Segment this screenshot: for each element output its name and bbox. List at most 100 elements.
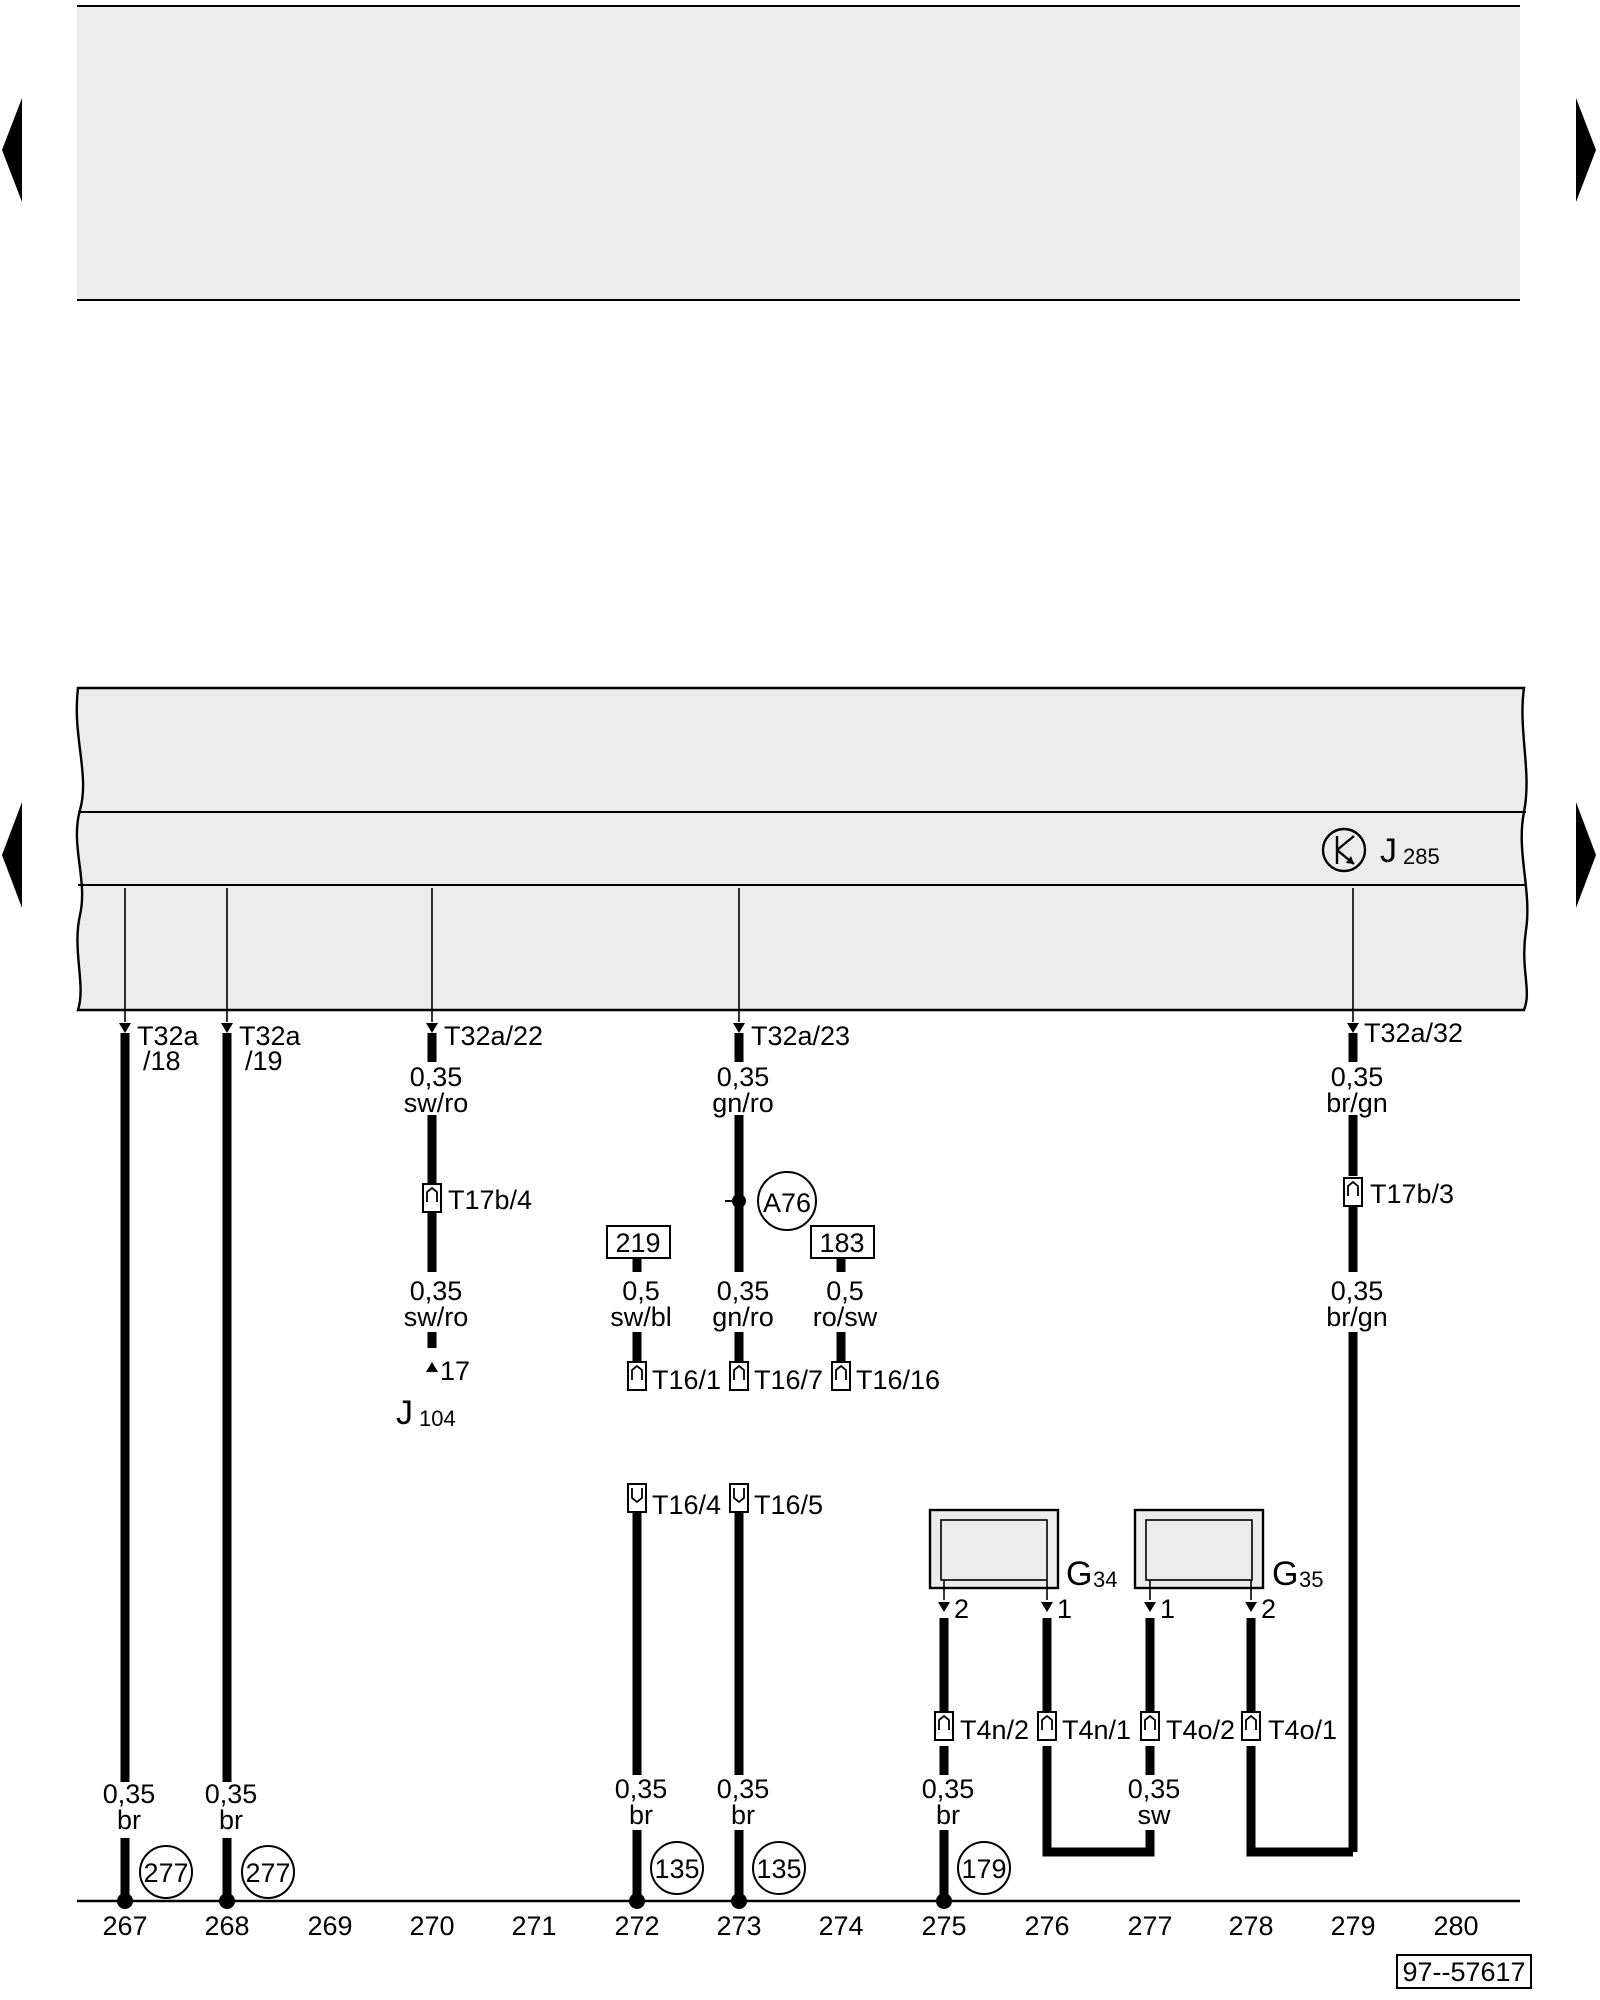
pin-arrow-279 — [1347, 1023, 1359, 1033]
wire-label-273-mid-size: 0,35 — [717, 1276, 770, 1306]
connector-symbol-t4n-2-icon — [934, 1711, 954, 1741]
j104-pin-arrow — [426, 1362, 438, 1372]
control-unit-j285-block — [75, 686, 1529, 1012]
wire-label-274-colour: ro/sw — [813, 1302, 878, 1332]
wire-label-273-bot-colour: br — [731, 1800, 755, 1830]
track-number: 276 — [1024, 1911, 1069, 1941]
connector-t32a-22: T32a/22 — [444, 1021, 543, 1051]
sensor-g34-inner — [940, 1519, 1048, 1581]
j104-label-sub: 104 — [419, 1406, 456, 1431]
ground-dot-275 — [936, 1893, 952, 1909]
wire-label-272-bot-colour: br — [629, 1800, 653, 1830]
sensor-g35-label: G — [1272, 1555, 1298, 1593]
sensor-g34 — [928, 1508, 1060, 1590]
connector-symbol-t16-16-icon — [831, 1361, 851, 1391]
wire-label-277-bot-size: 0,35 — [1128, 1774, 1181, 1804]
prev-page-arrow-icon[interactable] — [2, 98, 22, 202]
wire-276-277-loop — [1042, 1746, 1155, 1857]
ground-dot-272 — [629, 1893, 645, 1909]
wire-label-273-mid-colour: gn/ro — [712, 1302, 774, 1332]
connector-t4n-2: T4n/2 — [960, 1715, 1029, 1745]
sensor-g35-inner — [1145, 1519, 1253, 1581]
connector-t4n-1: T4n/1 — [1062, 1715, 1131, 1745]
wire-label-270-top-colour: sw/ro — [404, 1088, 469, 1118]
sensor-g35-label-sub: 35 — [1299, 1567, 1323, 1592]
wire-278-279-loop — [1246, 1746, 1353, 1857]
connector-t32a-19-line2: /19 — [245, 1046, 283, 1076]
wire-label-272-size: 0,5 — [622, 1276, 660, 1306]
reference-code-box — [1396, 1954, 1532, 1989]
prev-page-arrow-lower-icon[interactable] — [2, 802, 22, 908]
wire-label-273-bot-size: 0,35 — [717, 1774, 770, 1804]
ground-ref-275-circle — [957, 1841, 1011, 1895]
sensor-g35-pin-arrow-left — [1144, 1602, 1156, 1612]
a76-label: A76 — [763, 1188, 811, 1218]
wire-label-279-top-colour: br/gn — [1326, 1088, 1388, 1118]
connector-symbol-t16-1-icon — [627, 1361, 647, 1391]
track-number: 280 — [1433, 1911, 1478, 1941]
track-number: 268 — [204, 1911, 249, 1941]
pin-arrow-273 — [733, 1023, 745, 1033]
connector-t32a-19-line1: T32a — [239, 1021, 302, 1051]
a76-junction-dot — [732, 1194, 746, 1208]
pin-arrow-267 — [119, 1023, 131, 1033]
j104-label: J — [396, 1394, 413, 1432]
connector-t16-7: T16/7 — [754, 1365, 823, 1395]
wire-label-273-top-size: 0,35 — [717, 1062, 770, 1092]
wire-label-277-bot-colour: sw — [1138, 1800, 1172, 1830]
connector-symbol-t16-4-icon — [627, 1483, 647, 1513]
connector-symbol-t17b-3-icon — [1343, 1177, 1363, 1207]
connector-symbol-t4n-1-icon — [1037, 1711, 1057, 1741]
track-number: 270 — [409, 1911, 454, 1941]
connector-t32a-23: T32a/23 — [751, 1021, 850, 1051]
ground-ref-275: 179 — [961, 1854, 1006, 1884]
connector-t16-1: T16/1 — [652, 1365, 721, 1395]
ground-dot-268 — [219, 1893, 235, 1909]
wire-label-268-size: 0,35 — [205, 1779, 258, 1809]
wire-label-267-colour: br — [117, 1805, 141, 1835]
sensor-g35-pin-arrow-right — [1245, 1602, 1257, 1612]
track-number: 267 — [102, 1911, 147, 1941]
ground-ref-272-circle — [650, 1841, 704, 1895]
sensor-g35-pin-right: 2 — [1261, 1594, 1276, 1624]
wire-label-275-bot-colour: br — [936, 1800, 960, 1830]
ref-box-219-label: 219 — [615, 1228, 660, 1258]
ground-ref-273: 135 — [756, 1854, 801, 1884]
sensor-g35 — [1133, 1508, 1265, 1590]
wire-label-272-bot-size: 0,35 — [615, 1774, 668, 1804]
sensor-g34-pin-arrow-right — [1041, 1602, 1053, 1612]
connector-t16-4: T16/4 — [652, 1490, 721, 1520]
wire-label-270-bot-colour: sw/ro — [404, 1302, 469, 1332]
sensor-g34-pin-right: 1 — [1057, 1594, 1072, 1624]
wire-label-279-mid-colour: br/gn — [1326, 1302, 1388, 1332]
connector-symbol-t16-5-icon — [729, 1483, 749, 1513]
wire-label-274-size: 0,5 — [826, 1276, 864, 1306]
wire-label-270-top-size: 0,35 — [410, 1062, 463, 1092]
connector-t16-16: T16/16 — [856, 1365, 940, 1395]
sensor-g34-label-sub: 34 — [1093, 1567, 1117, 1592]
wire-label-279-mid-size: 0,35 — [1331, 1276, 1384, 1306]
ref-box-183 — [810, 1225, 875, 1259]
track-number: 274 — [818, 1911, 863, 1941]
a76-circle — [757, 1171, 817, 1231]
track-number: 269 — [307, 1911, 352, 1941]
j285-label: J — [1380, 832, 1397, 870]
track-number: 277 — [1127, 1911, 1172, 1941]
next-page-arrow-icon[interactable] — [1576, 98, 1596, 202]
sensor-g35-pin-left: 1 — [1160, 1594, 1175, 1624]
track-number: 275 — [921, 1911, 966, 1941]
ref-box-219 — [606, 1225, 671, 1259]
track-number: 278 — [1228, 1911, 1273, 1941]
wire-label-275-bot-size: 0,35 — [922, 1774, 975, 1804]
ground-ref-267: 277 — [143, 1858, 188, 1888]
pin-arrow-270 — [426, 1023, 438, 1033]
pin-arrow-268 — [221, 1023, 233, 1033]
ground-ref-268-circle — [241, 1845, 295, 1899]
j285-symbol-icon — [1321, 827, 1367, 873]
connector-t17b-4: T17b/4 — [448, 1185, 532, 1215]
ground-ref-267-circle — [139, 1845, 193, 1899]
connector-t32a-18-line2: /18 — [143, 1046, 181, 1076]
next-page-arrow-lower-icon[interactable] — [1576, 802, 1596, 908]
sensor-g34-pin-arrow-left — [938, 1602, 950, 1612]
